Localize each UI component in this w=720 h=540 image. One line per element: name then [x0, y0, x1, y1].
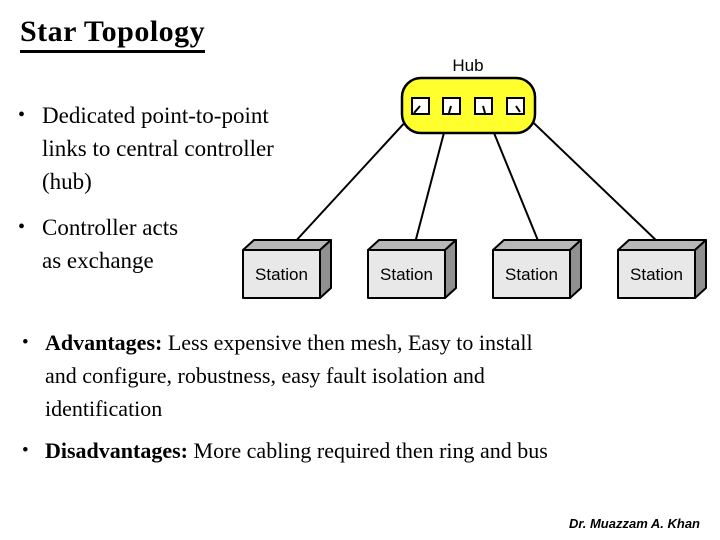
detail-bullet-list: • Advantages: Less expensive then mesh, …	[22, 326, 704, 467]
station-node: Station	[242, 239, 332, 299]
hub-label: Hub	[452, 56, 483, 75]
bullet-icon: •	[22, 440, 29, 461]
station-front-face	[242, 249, 321, 299]
port-line-tip	[482, 105, 486, 114]
star-topology-diagram: Hub Station Station Station Station	[242, 56, 707, 299]
bullet-line: identification	[45, 396, 163, 421]
author-credit: Dr. Muazzam A. Khan	[569, 516, 700, 531]
station-node: Station	[492, 239, 582, 299]
link-line	[515, 105, 661, 245]
station-node: Station	[367, 239, 457, 299]
port-line-tip	[413, 105, 421, 114]
list-item: • Disadvantages: More cabling required t…	[22, 434, 704, 467]
station-front-face	[367, 249, 446, 299]
station-label: Station	[380, 265, 433, 284]
bullet-icon: •	[18, 104, 26, 126]
station-front-face	[492, 249, 571, 299]
port-line-tip	[515, 105, 521, 113]
station-top-face	[367, 239, 457, 251]
intro-bullet-list: • Dedicated point-to-point links to cent…	[18, 99, 348, 277]
bullet-line: Advantages: Less expensive then mesh, Ea…	[45, 326, 533, 359]
bullet-line: links to central controller	[42, 136, 274, 161]
station-top-face	[617, 239, 707, 251]
bullet-text: Dedicated point-to-point links to centra…	[42, 99, 348, 198]
disadvantages-text: More cabling required then ring and bus	[188, 438, 548, 463]
bullet-line: as exchange	[42, 248, 154, 273]
advantages-lead: Advantages:	[45, 330, 163, 355]
bullet-icon: •	[22, 332, 29, 353]
station-side-face	[694, 239, 707, 299]
disadvantages-lead: Disadvantages:	[45, 438, 189, 463]
station-top-face	[242, 239, 332, 251]
station-label: Station	[505, 265, 558, 284]
station-side-face	[569, 239, 582, 299]
hub-box	[400, 76, 537, 135]
link-line	[292, 105, 421, 245]
bullet-line: Dedicated point-to-point	[42, 103, 269, 128]
port-line-tip	[448, 105, 452, 114]
station-top-face	[492, 239, 582, 251]
bullet-line: and configure, robustness, easy fault is…	[45, 363, 485, 388]
bullet-line: Disadvantages: More cabling required the…	[45, 434, 548, 467]
station-label: Station	[255, 265, 308, 284]
station-side-face	[444, 239, 457, 299]
station-node: Station	[617, 239, 707, 299]
list-item: • Dedicated point-to-point links to cent…	[18, 99, 348, 198]
station-front-face	[617, 249, 696, 299]
advantages-text: Less expensive then mesh, Easy to instal…	[162, 330, 533, 355]
list-item: • Advantages: Less expensive then mesh, …	[22, 326, 704, 425]
bullet-icon: •	[18, 216, 26, 238]
list-item: • Controller acts as exchange	[18, 211, 348, 277]
page-title: Star Topology	[20, 15, 206, 53]
station-label: Station	[630, 265, 683, 284]
bullet-line: (hub)	[42, 169, 92, 194]
bullet-text: Disadvantages: More cabling required the…	[45, 434, 548, 467]
hub-port	[442, 97, 461, 115]
bullet-text: Controller acts as exchange	[42, 211, 348, 277]
bullet-line: Controller acts	[42, 215, 179, 240]
station-side-face	[319, 239, 332, 299]
bullet-text: Advantages: Less expensive then mesh, Ea…	[45, 326, 533, 425]
hub-port	[506, 97, 525, 115]
